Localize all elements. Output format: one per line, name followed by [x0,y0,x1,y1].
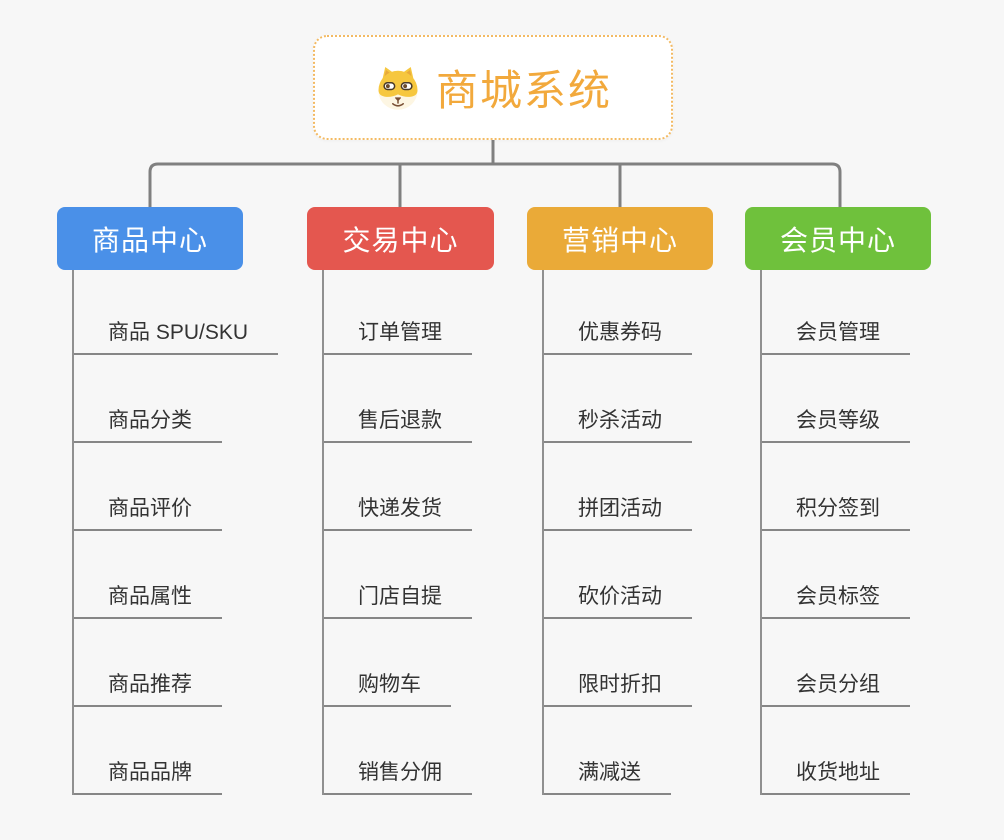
subtopic-item[interactable]: 商品推荐 [74,673,222,707]
root-topic-title: 商城系统 [435,67,612,114]
subtopic-item[interactable]: 快递发货 [324,497,472,531]
subtopic-item[interactable]: 积分签到 [762,497,910,531]
shiba-dog-icon [378,66,418,110]
subtopic-row: 满减送 [544,707,692,795]
subtopic-row: 商品评价 [74,443,278,531]
subtopic-item[interactable]: 满减送 [544,761,671,795]
branch-subtopics-trade: 订单管理 售后退款 快递发货 门店自提 购物车 销售分佣 [322,267,472,795]
subtopic-row: 商品分类 [74,355,278,443]
subtopic-item[interactable]: 购物车 [324,673,451,707]
subtopic-item[interactable]: 优惠券码 [544,321,692,355]
subtopic-row: 会员分组 [762,619,910,707]
subtopic-row: 售后退款 [324,355,472,443]
branch-topic-product-center[interactable]: 商品中心 [57,207,243,270]
subtopic-item[interactable]: 会员分组 [762,673,910,707]
subtopic-row: 订单管理 [324,267,472,355]
subtopic-item[interactable]: 商品 SPU/SKU [74,321,279,355]
subtopic-item[interactable]: 订单管理 [324,321,472,355]
subtopic-item[interactable]: 商品分类 [74,409,222,443]
subtopic-item[interactable]: 会员标签 [762,585,910,619]
subtopic-item[interactable]: 销售分佣 [324,761,472,795]
subtopic-row: 收货地址 [762,707,910,795]
subtopic-item[interactable]: 门店自提 [324,585,472,619]
subtopic-item[interactable]: 商品评价 [74,497,222,531]
subtopic-row: 秒杀活动 [544,355,692,443]
subtopic-item[interactable]: 会员管理 [762,321,910,355]
subtopic-row: 商品 SPU/SKU [74,267,279,355]
subtopic-row: 会员等级 [762,355,910,443]
subtopic-row: 商品推荐 [74,619,278,707]
branch-subtopics-marketing: 优惠券码 秒杀活动 拼团活动 砍价活动 限时折扣 满减送 [542,267,692,795]
subtopic-row: 购物车 [324,619,472,707]
subtopic-item[interactable]: 砍价活动 [544,585,692,619]
subtopic-item[interactable]: 收货地址 [762,761,910,795]
branch-topic-marketing-center[interactable]: 营销中心 [527,207,713,270]
branch-subtopics-product: 商品 SPU/SKU 商品分类 商品评价 商品属性 商品推荐 商品品牌 [72,267,279,795]
subtopic-item[interactable]: 限时折扣 [544,673,692,707]
branch-subtopics-member: 会员管理 会员等级 积分签到 会员标签 会员分组 收货地址 [760,267,910,795]
subtopic-item[interactable]: 售后退款 [324,409,472,443]
branch-topic-member-center[interactable]: 会员中心 [745,207,931,270]
subtopic-row: 限时折扣 [544,619,692,707]
subtopic-row: 拼团活动 [544,443,692,531]
subtopic-row: 门店自提 [324,531,472,619]
subtopic-row: 积分签到 [762,443,910,531]
subtopic-item[interactable]: 秒杀活动 [544,409,692,443]
subtopic-row: 会员管理 [762,267,910,355]
subtopic-row: 会员标签 [762,531,910,619]
subtopic-row: 快递发货 [324,443,472,531]
subtopic-item[interactable]: 拼团活动 [544,497,692,531]
subtopic-row: 商品品牌 [74,707,278,795]
subtopic-row: 砍价活动 [544,531,692,619]
subtopic-row: 优惠券码 [544,267,692,355]
subtopic-item[interactable]: 商品品牌 [74,761,222,795]
subtopic-row: 商品属性 [74,531,278,619]
subtopic-item[interactable]: 商品属性 [74,585,222,619]
subtopic-row: 销售分佣 [324,707,472,795]
branch-topic-trade-center[interactable]: 交易中心 [307,207,494,270]
subtopic-item[interactable]: 会员等级 [762,409,910,443]
root-topic[interactable]: 商城系统 [313,35,673,140]
